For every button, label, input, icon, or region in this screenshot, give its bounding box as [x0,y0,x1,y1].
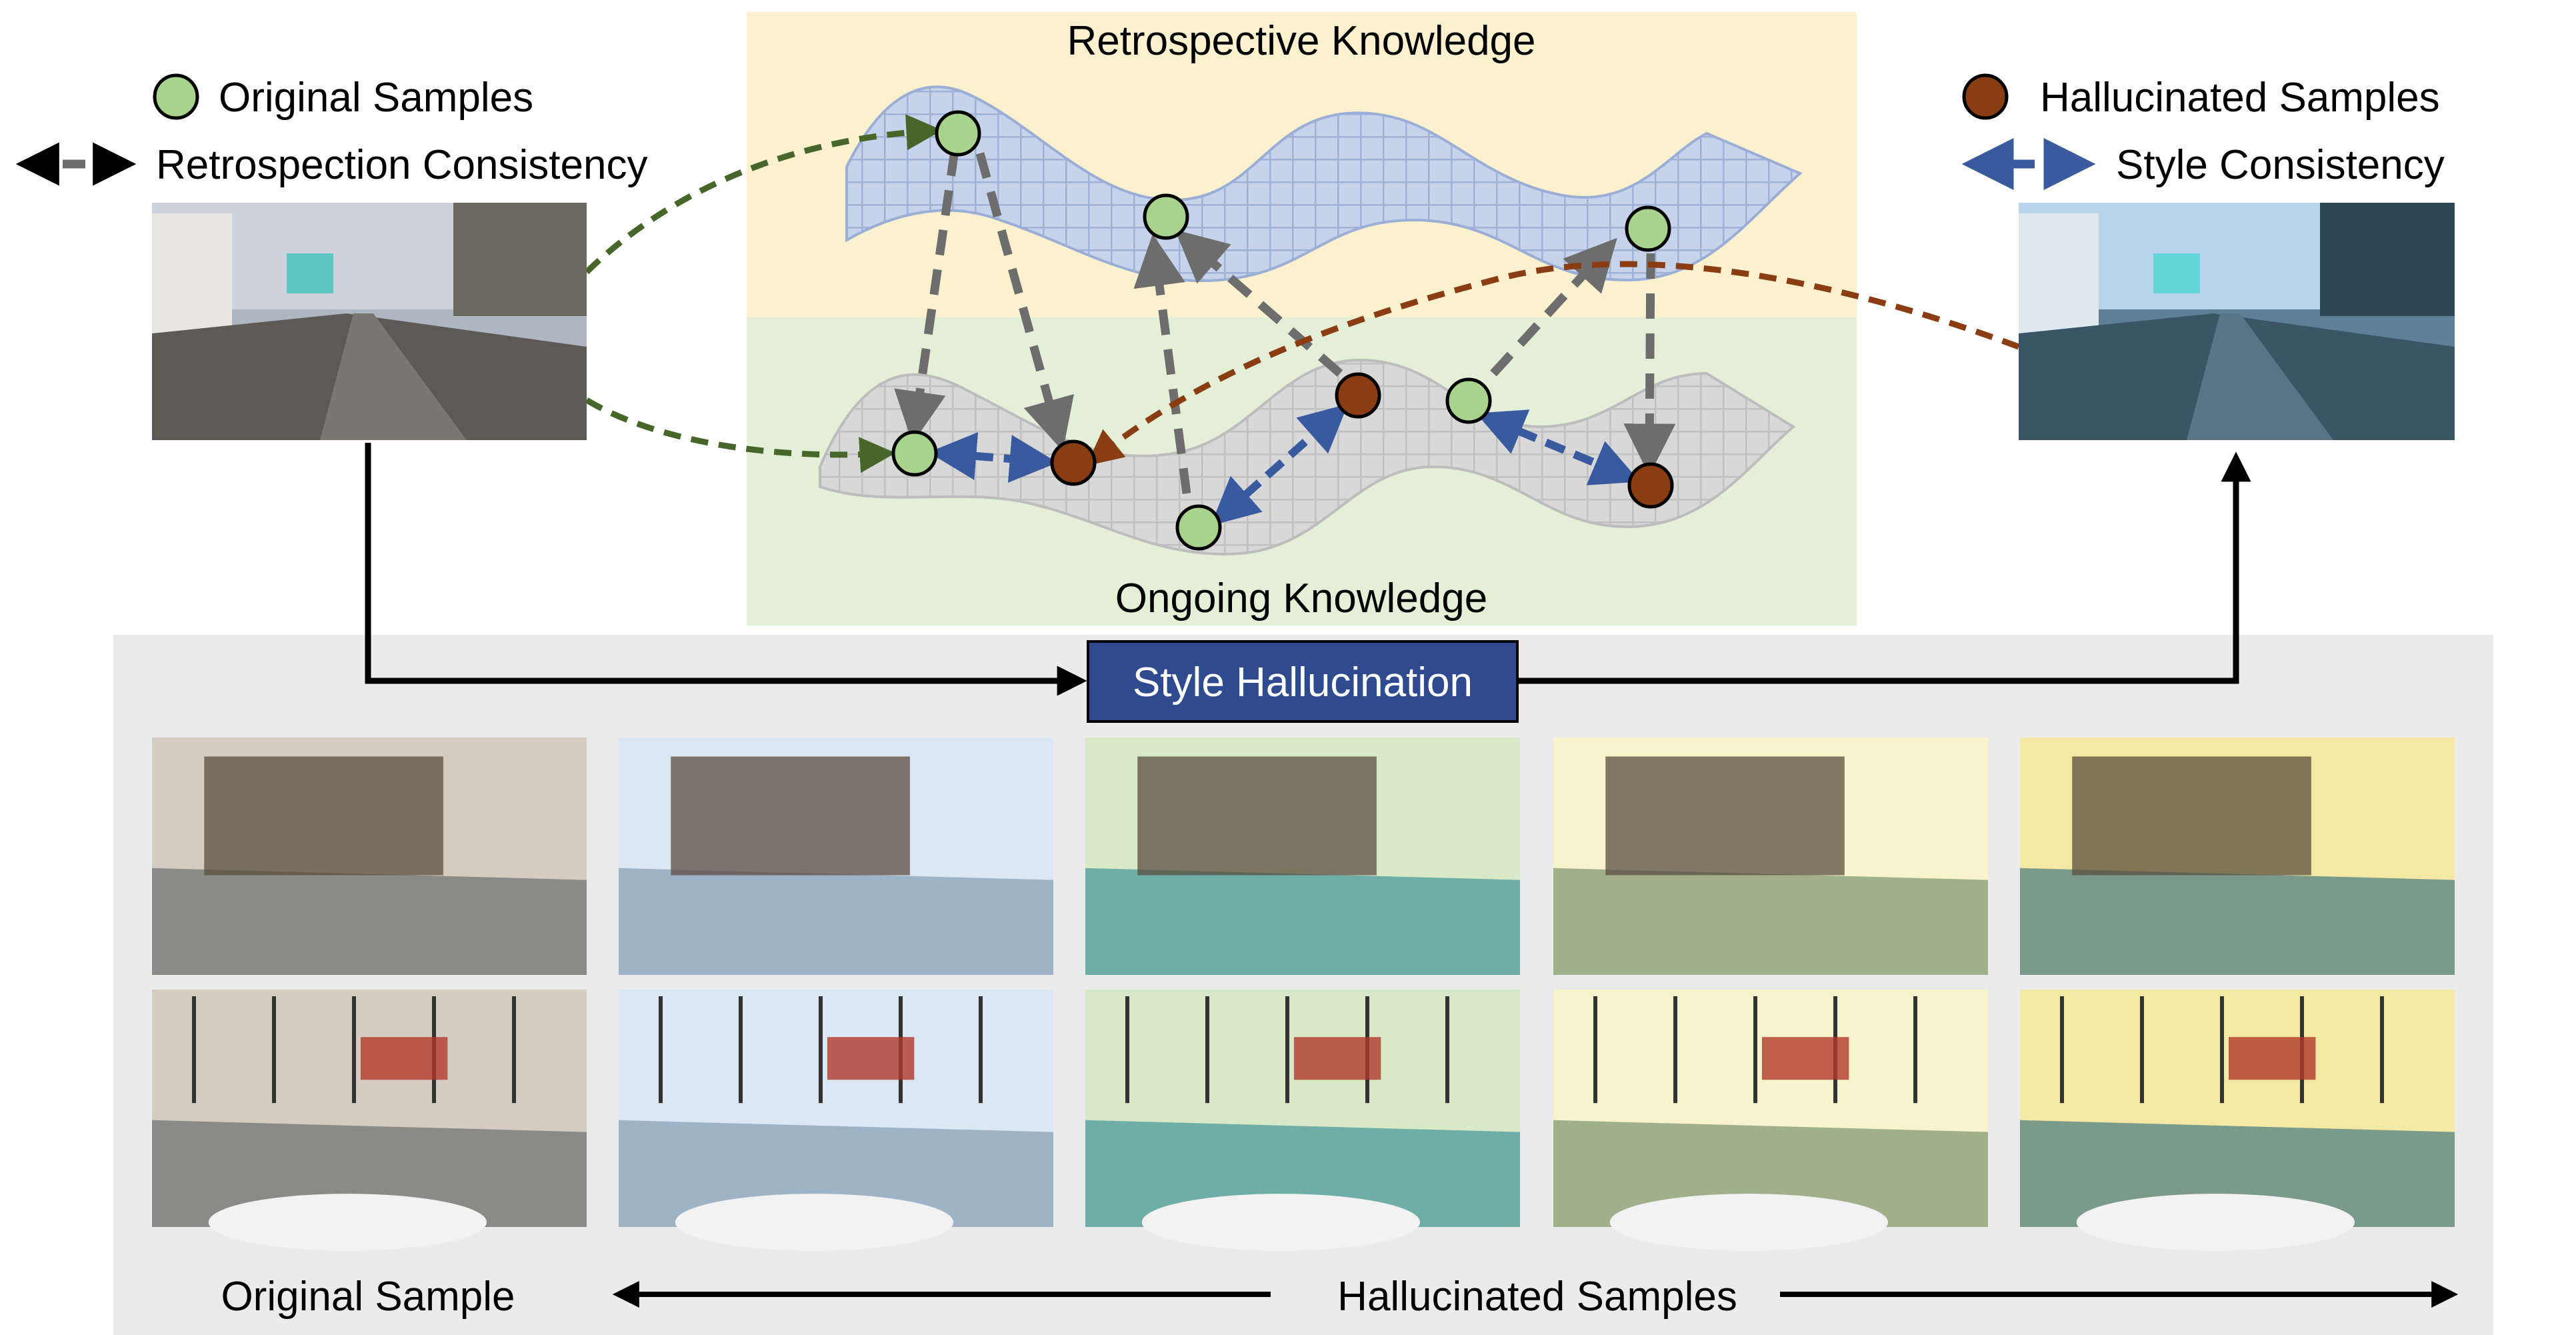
original-dot [1143,193,1189,240]
retro-arrow-1 [894,150,959,444]
style-hallucination-label: Style Hallucination [1133,659,1473,706]
building-scene-thumbnail [2020,738,2455,975]
original-dot [935,110,981,157]
hallucinated-image-grid [152,738,2455,1251]
street-scene-thumbnail [152,990,587,1251]
street-scene-thumbnail [619,990,1053,1251]
street-scene-thumbnail [1085,990,1520,1251]
hallucinated-image-top [2019,203,2455,440]
flow-arrow-out [1517,451,2251,684]
retrospection-arrows [894,150,1676,494]
legend-original-dot [153,73,199,120]
original-dot [891,430,938,477]
flow-arrow-in [365,443,1087,696]
legend-original-label: Original Samples [219,75,533,121]
building-scene-thumbnail [152,738,587,975]
style-arrow-3 [1476,409,1640,485]
retrospective-knowledge-title: Retrospective Knowledge [1067,18,1535,64]
style-arrow-1 [928,432,1058,483]
retro-arrow-5 [1490,237,1617,377]
original-dot [1625,205,1671,252]
legend-left: Original Samples Retrospection Consisten… [15,73,647,188]
legend-hallucinated-dot [1962,73,2009,120]
legend-right: Hallucinated Samples Style Consistency [1961,73,2445,190]
street-scene-thumbnail [2020,990,2455,1251]
hallucinated-link [1086,261,2020,466]
building-scene-thumbnail [1553,738,1988,975]
original-dot [1175,504,1222,551]
retro-arrow-4 [1175,229,1343,377]
retro-arrow-2 [975,152,1074,451]
original-image-top [152,203,587,440]
style-arrow-2 [1210,403,1349,526]
hallucinated-dot [1050,439,1097,486]
original-links [584,114,943,473]
building-scene-thumbnail [619,738,1053,975]
original-dot [1445,377,1492,424]
retro-arrow-3 [1133,233,1191,494]
building-scene-thumbnail [1085,738,1520,975]
legend-retrospection-label: Retrospection Consistency [156,142,647,188]
retro-arrow-6 [1623,253,1676,476]
hallucinated-dot [1335,372,1381,419]
sample-dots [891,110,1674,551]
street-scene-thumbnail [1553,990,1988,1251]
style-consistency-arrows [928,403,1640,526]
ongoing-knowledge-title: Ongoing Knowledge [1115,575,1487,621]
original-sample-label: Original Sample [221,1274,515,1320]
legend-hallucinated-label: Hallucinated Samples [2040,75,2440,121]
hallucinated-dot [1627,462,1674,509]
hallucinated-samples-label: Hallucinated Samples [1337,1274,1737,1320]
style-hallucination-box [1087,640,1519,723]
legend-style-label: Style Consistency [2116,142,2445,188]
